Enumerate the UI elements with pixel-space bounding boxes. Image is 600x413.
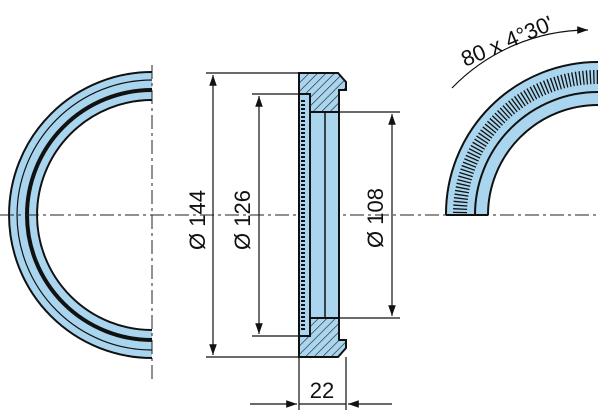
dimension-lines <box>209 75 396 408</box>
toothed-ring-detail-view <box>444 61 599 216</box>
extension-lines <box>206 72 400 410</box>
left-half-ring-view <box>8 65 153 380</box>
teeth-count-arc <box>451 26 589 89</box>
bore-diameter-label: Ø 126 <box>230 190 255 250</box>
outer-diameter-label: Ø 144 <box>185 190 210 250</box>
width-label: 22 <box>310 378 334 403</box>
section-view <box>298 72 347 358</box>
tooth-diameter-label: Ø 108 <box>363 188 388 248</box>
teeth-count-label: 80 x 4°30' <box>457 11 556 72</box>
